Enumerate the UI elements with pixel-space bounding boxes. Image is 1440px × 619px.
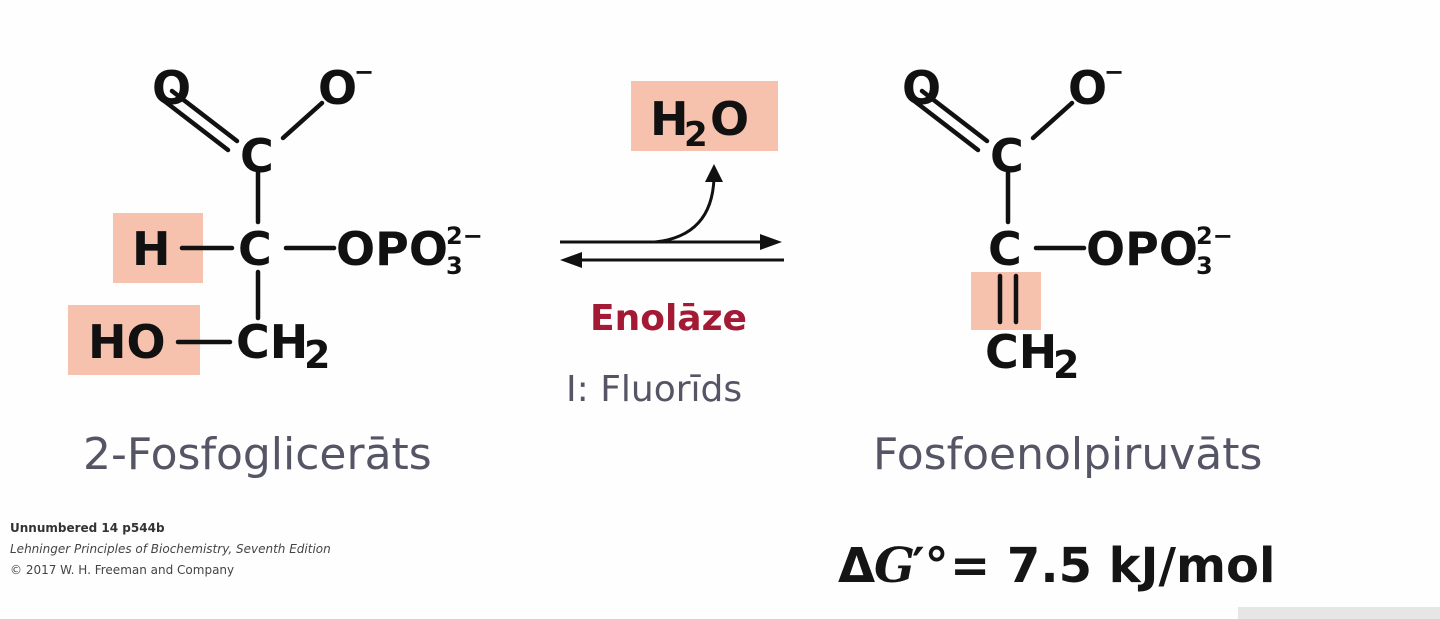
atom-ch2: CH [236,315,308,369]
highlight-h2o-box [631,81,778,151]
p-bond-double-b [919,88,990,144]
atom-ho: HO [88,315,166,369]
p-bond-c-o [1030,100,1075,141]
atom-c1: C [240,129,274,183]
p-subscript-ch2: 2 [1053,343,1079,387]
reactant-name: 2-Fosfoglicerāts [83,429,432,480]
charge-phosphate: 2− [446,222,483,250]
reaction-arrows: H 2 O [560,81,784,268]
energy-g: G [874,538,915,594]
p-charge-carboxylate: − [1104,58,1124,86]
byproduct-h: H [650,92,689,146]
credit-book: Lehninger Principles of Biochemistry, Se… [10,542,331,556]
product-structure: O O − C C OPO 2− 3 CH 2 [902,58,1233,387]
p-atom-c2: C [988,222,1022,276]
p-atom-phosphate: OPO [1086,222,1198,276]
inhibitor-label: I: Fluorīds [566,369,742,410]
credit-copyright: © 2017 W. H. Freeman and Company [10,563,234,577]
p-atom-c1: C [990,129,1024,183]
atom-c2: C [238,222,272,276]
free-energy: Δ G ′° = 7.5 kJ/mol [838,538,1275,594]
branch-arrowhead [705,164,723,182]
reactant-structure: O O − C H C OPO 2− 3 HO CH 2 [68,58,483,377]
atom-carbonyl-o: O [152,61,191,115]
bond-double-a [160,97,231,153]
energy-prime-degree: ′° [912,538,949,594]
p-atom-carboxylate-o: O [1068,61,1107,115]
subscript-ch2: 2 [304,333,330,377]
forward-arrowhead [760,234,782,250]
subscript-phosphate: 3 [446,252,463,280]
p-charge-phosphate: 2− [1196,222,1233,250]
byproduct-sub: 2 [684,115,708,155]
p-bond-double-a [910,97,981,153]
product-name: Fosfoenolpiruvāts [873,429,1262,480]
branch-arrow [654,177,716,244]
credit-figure-id: Unnumbered 14 p544b [10,521,165,535]
energy-value: = 7.5 kJ/mol [950,538,1275,594]
atom-phosphate: OPO [336,222,448,276]
atom-h: H [132,222,171,276]
p-atom-carbonyl-o: O [902,61,941,115]
p-atom-ch2: CH [985,325,1057,379]
p-subscript-phosphate: 3 [1196,252,1213,280]
highlight-double-bond-box [971,272,1041,330]
bond-c-o [280,100,325,141]
enzyme-label: Enolāze [590,298,747,339]
slide-edge [1238,607,1440,619]
energy-delta: Δ [838,538,875,594]
atom-carboxylate-o: O [318,61,357,115]
charge-carboxylate: − [354,58,374,86]
bond-double-b [169,88,240,144]
byproduct-o: O [710,92,749,146]
reverse-arrowhead [560,252,582,268]
